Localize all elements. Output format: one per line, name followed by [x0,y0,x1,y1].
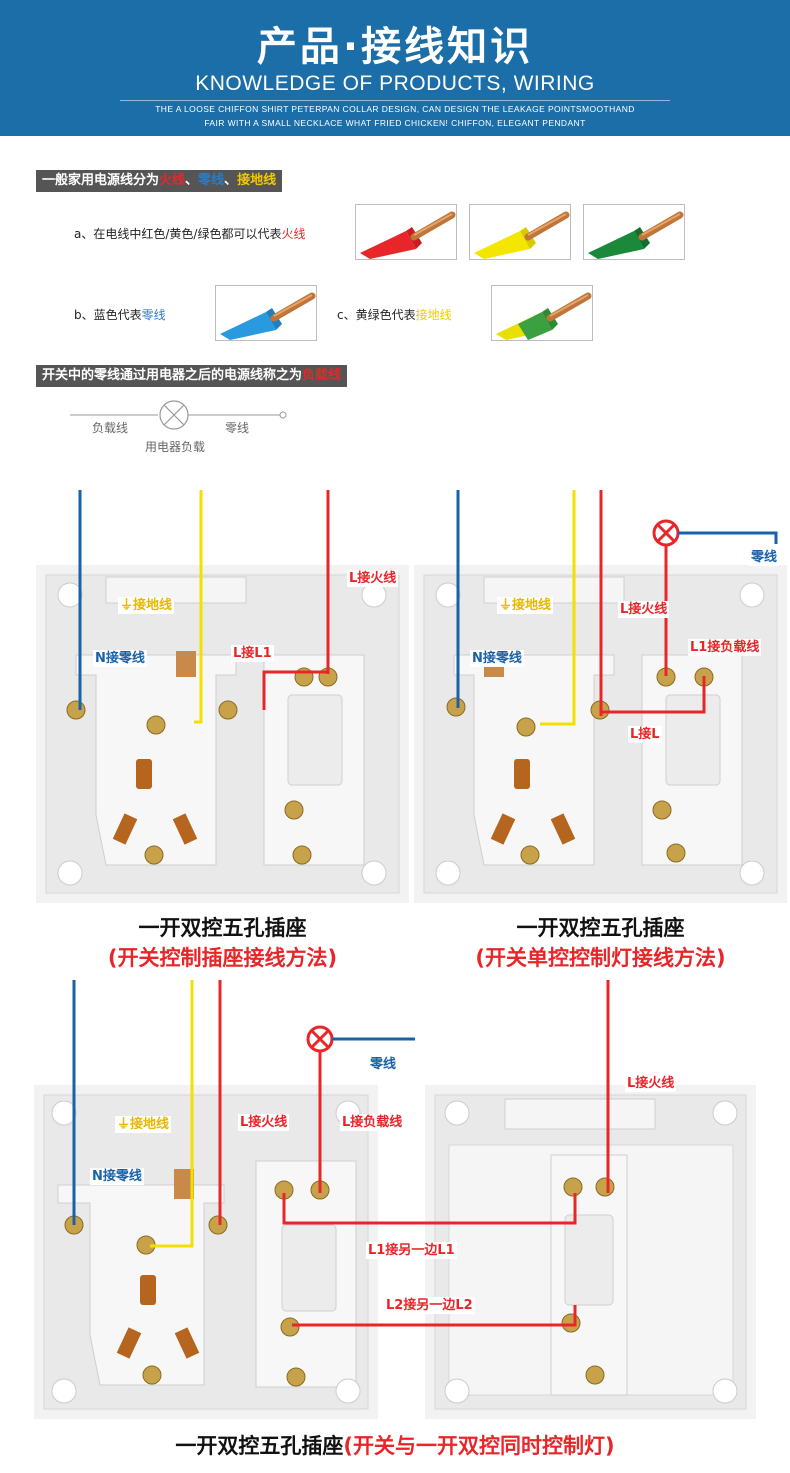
section-wire-types-bar: 一般家用电源线分为火线、零线、接地线 [36,170,283,192]
bar-text: 开关中的零线通过用电器之后的电源线称之为 [42,368,303,383]
d3-zero-label: 零线 [368,1056,399,1073]
d2-caption-main: 一开双控五孔插座 [516,916,685,940]
bar-load-line: 负载线 [302,368,342,383]
d3-ground-label: ⏚接地线 [115,1116,172,1133]
section-load-line-bar: 开关中的零线通过用电器之后的电源线称之为负载线 [36,365,348,387]
item-b-highlight: 零线 [141,308,166,322]
green-wire-image [583,204,685,260]
page-title: 产品·接线知识 [256,24,534,70]
d1-neutral-label: N接零线 [93,650,147,667]
d2-zero-label: 零线 [749,549,780,566]
d1-live-label: L接火线 [347,570,399,587]
d1-l-l1-label: L接L1 [231,645,274,662]
bar-ground: 接地线 [237,173,277,188]
bar-text: 一般家用电源线分为 [42,173,160,188]
d2-ground-label: ⏚接地线 [497,597,554,614]
neutral-line-label: 零线 [225,421,250,435]
d3-l2-other-label: L2接另一边L2 [384,1297,475,1314]
d3-load-label: L接负载线 [340,1114,405,1131]
socket-panel-3 [34,1085,378,1419]
wires-diagram-2 [456,490,778,726]
item-b-text: b、蓝色代表 [74,308,142,322]
socket-panel-1 [36,565,409,903]
d1-ground-label: ⏚接地线 [118,597,175,614]
load-line-label: 负载线 [92,421,129,435]
d2-caption-sub: (开关单控控制灯接线方法) [475,946,726,970]
item-a: a、在电线中红色/黄色/绿色都可以代表火线 [74,225,305,242]
d3-neutral-label: N接零线 [90,1168,144,1185]
bar-live: 火线 [159,173,186,188]
d3-live-right-label: L接火线 [625,1075,677,1092]
d1-caption-main: 一开双控五孔插座 [138,916,307,940]
d3-l1-other-label: L1接另一边L1 [366,1242,457,1259]
header-desc-2: FAIR WITH A SMALL NECKLACE WHAT FRIED CH… [204,118,586,128]
wires-diagram-1 [78,490,330,724]
switch-panel-3 [425,1085,756,1419]
appliance-label: 用电器负载 [145,440,206,454]
item-b: b、蓝色代表零线 [74,306,166,323]
item-c-highlight: 接地线 [415,308,452,322]
item-c-text: c、黄绿色代表 [337,308,416,322]
yellow-green-wire-image [491,285,593,341]
wires-diagram-3 [72,980,610,1327]
d2-l-l-label: L接L [628,726,662,743]
item-c: c、黄绿色代表接地线 [337,306,452,323]
header-desc-1: THE A LOOSE CHIFFON SHIRT PETERPAN COLLA… [155,104,635,114]
blue-wire-image [215,285,317,341]
item-a-text: a、在电线中红色/黄色/绿色都可以代表 [74,227,282,241]
header-divider [120,100,670,101]
bar-sep: 、 [185,173,199,188]
d3-caption-main: 一开双控五孔插座 [175,1434,344,1458]
load-diagram [70,400,287,430]
bar-neutral: 零线 [198,173,225,188]
header-banner [0,0,790,136]
page-subtitle: KNOWLEDGE OF PRODUCTS, WIRING [195,72,595,95]
d2-live-label: L接火线 [618,601,670,618]
d3-caption-sub: (开关与一开双控同时控制灯) [343,1434,615,1458]
yellow-wire-image [469,204,571,260]
d3-live-label: L接火线 [238,1114,290,1131]
socket-panel-2 [414,565,787,903]
red-wire-image [355,204,457,260]
d2-neutral-label: N接零线 [470,650,524,667]
d2-l1-load-label: L1接负载线 [688,639,762,656]
d3-caption: 一开双控五孔插座(开关与一开双控同时控制灯) [0,1430,790,1460]
d1-caption-sub: (开关控制插座接线方法) [107,946,338,970]
item-a-highlight: 火线 [281,227,306,241]
bar-sep: 、 [224,173,238,188]
